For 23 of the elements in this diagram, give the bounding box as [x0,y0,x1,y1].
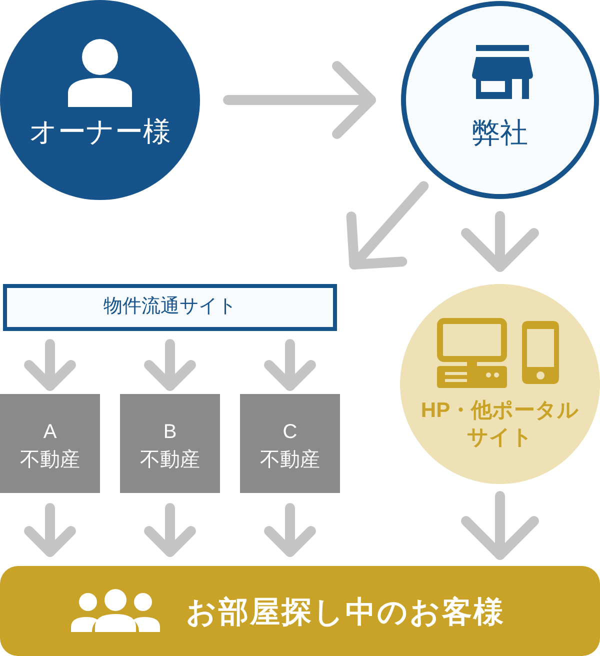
arrow [223,61,376,139]
node-label: A 不動産 [19,420,81,473]
arrow [24,339,76,391]
node-label: 弊社 [472,116,528,150]
arrow [264,503,316,557]
node-label: お部屋探し中のお客様 [186,595,505,631]
arrow [144,503,196,557]
arrow [264,339,316,391]
arrow [346,181,429,270]
arrow [144,339,196,391]
banner [0,566,600,656]
node-label: オーナー様 [29,115,171,149]
box-node [0,394,100,493]
node-label: HP・他ポータルサイト [420,398,580,451]
box-node [240,394,340,493]
arrow [461,491,539,560]
arrow [461,211,539,272]
box-node [120,394,220,493]
node-label: B 不動産 [139,420,201,473]
arrow [24,503,76,557]
node-label: C 不動産 [259,420,321,473]
node-label: 物件流通サイト [104,295,236,319]
box-node [3,284,337,331]
